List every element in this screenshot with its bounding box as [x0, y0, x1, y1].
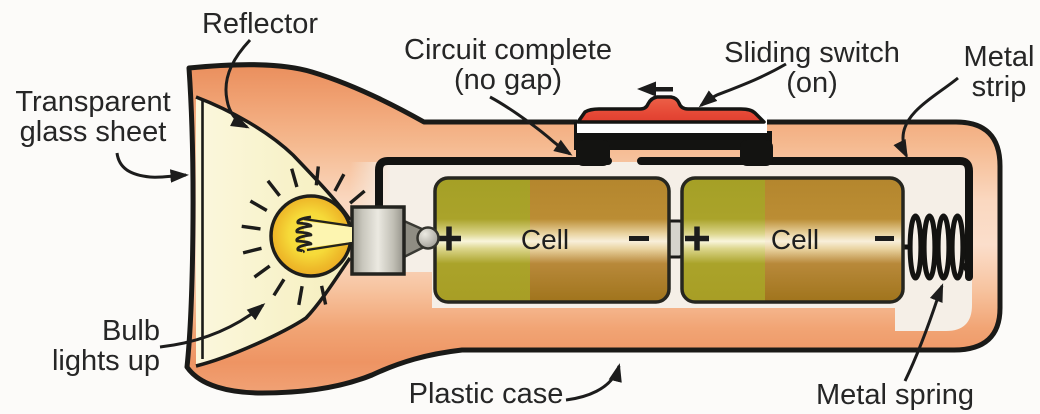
svg-text:Cell: Cell	[771, 224, 819, 255]
svg-text:Cell: Cell	[521, 224, 569, 255]
